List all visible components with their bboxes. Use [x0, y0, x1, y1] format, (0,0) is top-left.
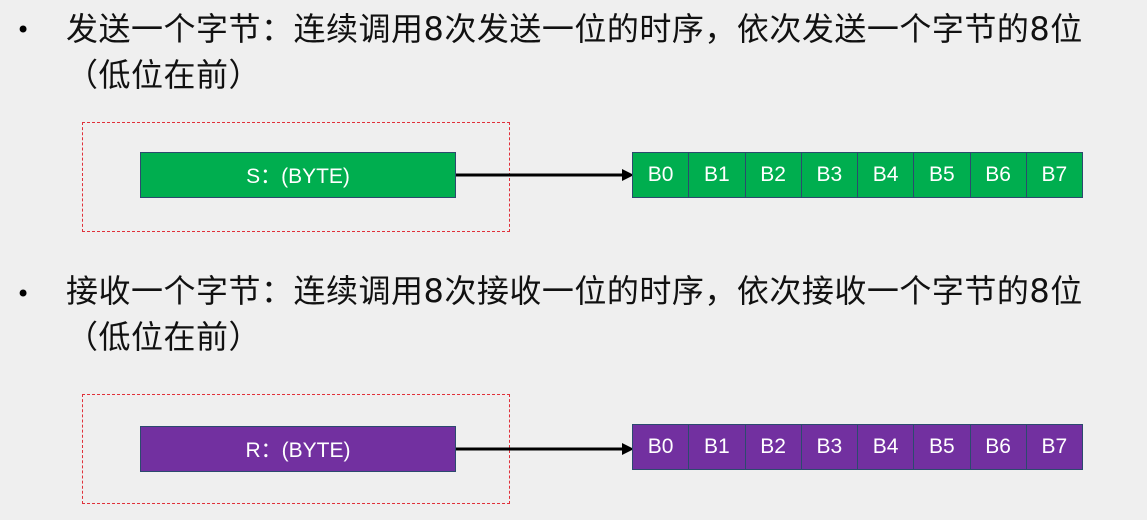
send-dashed-frame: [82, 122, 510, 232]
receive-bit-3: B3: [801, 425, 858, 469]
send-bit-row: B0 B1 B2 B3 B4 B5 B6 B7: [632, 152, 1083, 198]
bullet-receive: •: [16, 280, 31, 308]
receive-bit-7: B7: [1026, 425, 1082, 469]
send-bit-5: B5: [914, 153, 971, 197]
send-bit-3: B3: [801, 153, 858, 197]
receive-bit-6: B6: [970, 425, 1027, 469]
send-bit-2: B2: [745, 153, 802, 197]
receive-bit-0: B0: [633, 425, 690, 469]
receive-bit-5: B5: [914, 425, 971, 469]
send-description: 发送一个字节：连续调用8次发送一位的时序，依次发送一个字节的8位（低位在前）: [66, 10, 1083, 94]
receive-bit-2: B2: [745, 425, 802, 469]
receive-description: 接收一个字节：连续调用8次接收一位的时序，依次接收一个字节的8位（低位在前）: [66, 272, 1083, 356]
receive-bit-4: B4: [858, 425, 915, 469]
send-bit-4: B4: [858, 153, 915, 197]
receive-byte-box: R：(BYTE): [140, 426, 456, 472]
send-bit-7: B7: [1026, 153, 1082, 197]
receive-bit-1: B1: [689, 425, 746, 469]
send-arrow-icon: [456, 169, 634, 181]
send-bit-6: B6: [970, 153, 1027, 197]
send-bit-0: B0: [633, 153, 690, 197]
receive-arrow-icon: [456, 443, 634, 455]
bullet-send: •: [16, 16, 31, 44]
send-bit-1: B1: [689, 153, 746, 197]
send-byte-box: S：(BYTE): [140, 152, 456, 198]
receive-bit-row: B0 B1 B2 B3 B4 B5 B6 B7: [632, 424, 1083, 470]
